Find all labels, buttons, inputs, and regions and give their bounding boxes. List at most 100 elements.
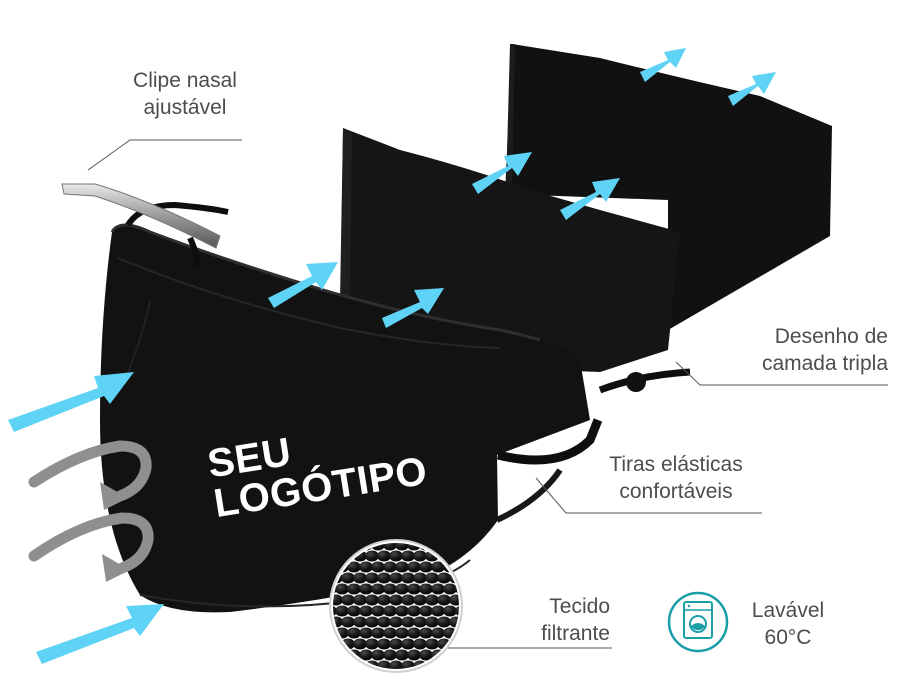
fabric-bead — [395, 543, 409, 551]
fabric-bead — [333, 616, 343, 628]
fabric-bead — [407, 561, 421, 573]
fabric-bead — [389, 572, 403, 584]
fabric-bead — [395, 605, 409, 617]
fabric-bead — [419, 583, 433, 595]
fabric-bead — [383, 605, 397, 617]
fabric-bead — [353, 638, 367, 650]
fabric-bead — [347, 561, 361, 573]
fabric-bead — [389, 550, 403, 562]
fabric-bead — [365, 594, 379, 606]
fabric-bead — [365, 550, 379, 562]
fabric-bead — [443, 605, 457, 617]
fabric-bead — [347, 627, 361, 639]
fabric-bead — [437, 572, 451, 584]
fabric-bead — [353, 616, 367, 628]
fabric-bead — [371, 583, 385, 595]
fabric-bead — [389, 660, 403, 669]
fabric-bead — [401, 594, 415, 606]
fabric-bead — [401, 572, 415, 584]
fabric-bead — [407, 605, 421, 617]
fabric-bead — [333, 605, 337, 617]
fabric-bead — [365, 638, 379, 650]
fabric-bead — [359, 605, 373, 617]
fabric-bead — [443, 583, 457, 595]
fabric-bead — [395, 561, 409, 573]
fabric-bead — [353, 572, 367, 584]
fabric-bead — [431, 561, 445, 573]
fabric-bead — [359, 627, 373, 639]
fabric-bead — [389, 594, 403, 606]
fabric-bead — [395, 649, 409, 661]
fabric-bead — [383, 583, 397, 595]
fabric-bead — [425, 594, 439, 606]
washing-machine-icon — [667, 591, 729, 653]
fabric-bead — [389, 638, 403, 650]
fabric-bead — [401, 638, 415, 650]
fabric-bead — [383, 561, 397, 573]
fabric-bead — [395, 627, 409, 639]
nose-clip-icon — [61, 183, 221, 249]
fabric-bead — [335, 605, 349, 617]
fabric-bead — [407, 627, 421, 639]
fabric-bead — [395, 583, 409, 595]
fabric-bead — [347, 583, 361, 595]
fabric-bead — [455, 649, 459, 661]
fabric-bead — [449, 616, 459, 628]
fabric-bead — [413, 616, 427, 628]
fabric-bead — [449, 594, 459, 606]
fabric-bead — [455, 605, 459, 617]
fabric-bead — [377, 616, 391, 628]
fabric-bead — [359, 561, 373, 573]
fabric-bead — [371, 605, 385, 617]
fabric-bead — [341, 660, 355, 669]
fabric-bead — [413, 594, 427, 606]
fabric-bead — [333, 660, 343, 669]
fabric-bead — [365, 616, 379, 628]
fabric-bead — [347, 605, 361, 617]
front-mask — [100, 201, 691, 613]
fabric-bead — [365, 572, 379, 584]
fabric-bead — [341, 616, 355, 628]
fabric-bead — [407, 649, 421, 661]
fabric-bead — [425, 572, 439, 584]
fabric-bead — [419, 627, 433, 639]
fabric-bead — [437, 660, 451, 669]
fabric-bead — [449, 660, 459, 669]
washable-label: Lavável 60°C — [751, 599, 825, 649]
fabric-bead — [333, 649, 337, 661]
fabric-bead — [419, 605, 433, 617]
fabric-bead — [431, 627, 445, 639]
fabric-bead — [377, 594, 391, 606]
fabric-bead — [461, 661, 475, 672]
fabric-bead — [437, 616, 451, 628]
fabric-bead — [437, 594, 451, 606]
fabric-bead — [371, 561, 385, 573]
fabric-bead — [431, 605, 445, 617]
fabric-bead — [461, 573, 475, 584]
fabric-bead — [407, 583, 421, 595]
leader-lines — [87, 139, 888, 649]
fabric-bead — [377, 638, 391, 650]
outer-layer-3 — [505, 44, 832, 330]
fabric-bead — [419, 649, 433, 661]
fabric-bead — [461, 595, 475, 606]
fabric-bead — [425, 616, 439, 628]
fabric-bead — [341, 572, 355, 584]
fabric-bead — [353, 594, 367, 606]
fabric-bead — [341, 594, 355, 606]
filter-fabric-label: Tecido filtrante — [541, 595, 610, 645]
fabric-bead — [359, 649, 373, 661]
elastic-straps-label: Tiras elásticas confortáveis — [609, 453, 743, 503]
fabric-bead — [383, 627, 397, 639]
fabric-bead — [413, 550, 427, 562]
nose-clip-label: Clipe nasal ajustável — [133, 69, 237, 119]
fabric-bead — [425, 638, 439, 650]
airflow-arrow-icon — [8, 48, 776, 664]
fabric-bead — [333, 594, 343, 606]
fabric-bead — [401, 616, 415, 628]
fabric-bead — [371, 627, 385, 639]
fabric-bead — [371, 649, 385, 661]
fabric-bead — [383, 649, 397, 661]
